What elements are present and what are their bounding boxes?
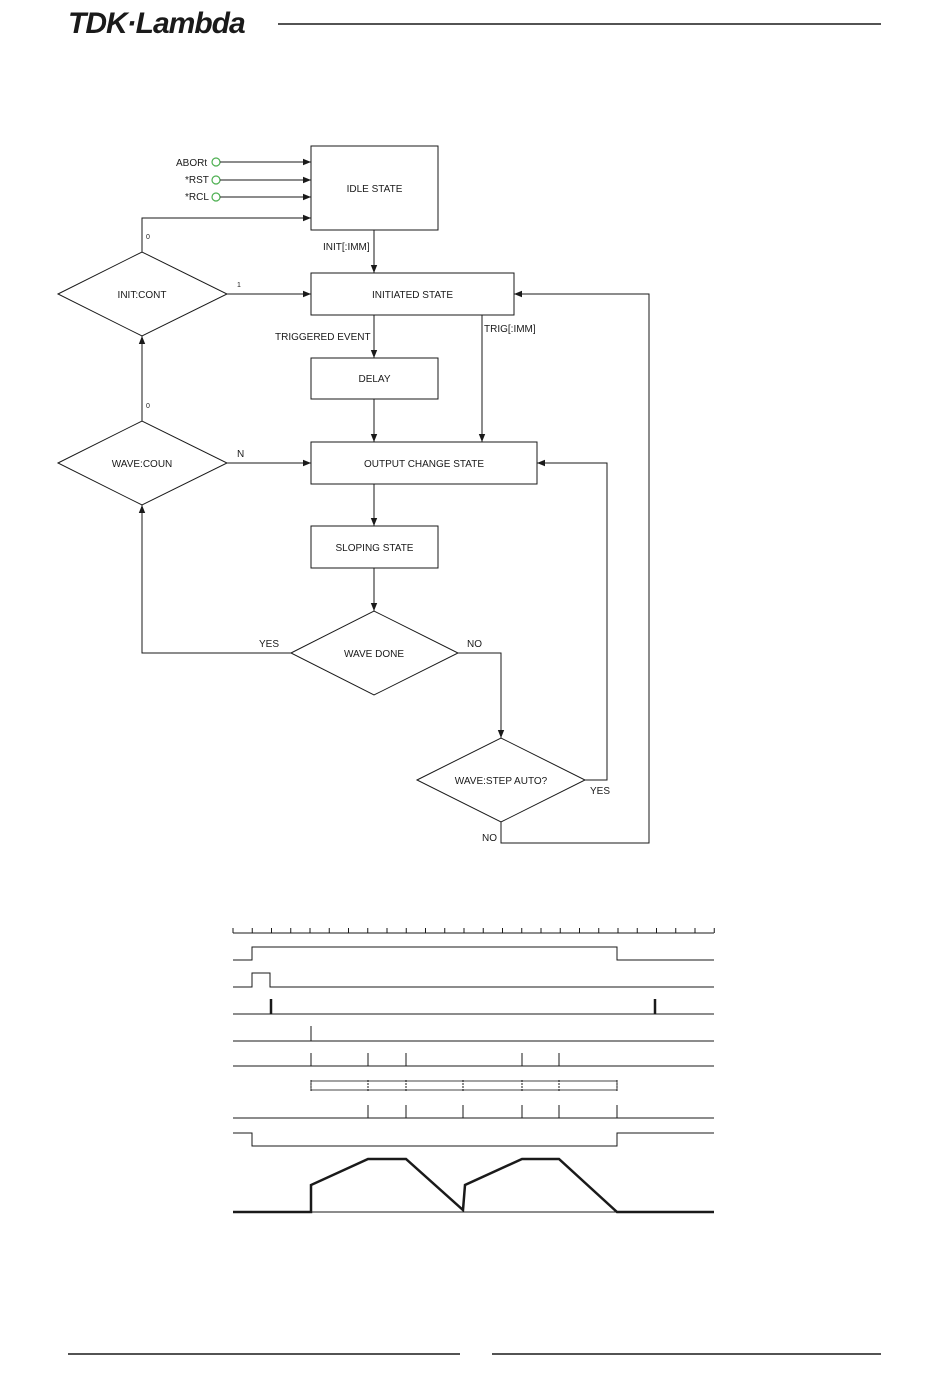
timing-window-box <box>311 1081 617 1090</box>
rcl-indicator-icon <box>212 193 220 201</box>
timing-trace-complete <box>233 1133 714 1146</box>
initiated-state-label: INITIATED STATE <box>372 290 453 301</box>
timing-step-marks <box>311 1053 559 1066</box>
triggered-event-label: TRIGGERED EVENT <box>275 332 371 343</box>
wave-coun-n-label: N <box>237 449 244 460</box>
wave-done-no-label: NO <box>467 639 482 650</box>
wave-done-yes-label: YES <box>259 639 279 650</box>
delay-label: DELAY <box>358 374 390 385</box>
timing-trace-initiated <box>233 947 714 960</box>
step-auto-no-label: NO <box>482 833 497 844</box>
wave-step-auto-label: WAVE:STEP AUTO? <box>455 776 548 787</box>
wave-done-label: WAVE DONE <box>344 649 404 660</box>
wave-coun-zero-label: 0 <box>146 403 150 410</box>
abort-label: ABORt <box>176 158 207 169</box>
abort-indicator-icon <box>212 158 220 166</box>
output-change-state-label: OUTPUT CHANGE STATE <box>364 459 484 470</box>
sloping-state-label: SLOPING STATE <box>336 543 414 554</box>
init-cont-one-label: 1 <box>237 282 241 289</box>
brand-logo: TDK·Lambda <box>68 7 245 40</box>
init-cont-zero-path <box>142 218 311 252</box>
rst-indicator-icon <box>212 176 220 184</box>
wave-coun-label: WAVE:COUN <box>112 459 173 470</box>
wave-done-no-path <box>458 653 501 738</box>
init-cont-zero-label: 0 <box>146 234 150 241</box>
time-axis <box>233 928 714 933</box>
rst-label: *RST <box>185 175 209 186</box>
step-auto-yes-path <box>537 463 607 780</box>
timing-diagram <box>233 928 714 1212</box>
trig-imm-label: TRIG[:IMM] <box>484 324 536 335</box>
step-auto-yes-label: YES <box>590 786 610 797</box>
timing-output-marks <box>368 1105 617 1118</box>
rcl-label: *RCL <box>185 192 209 203</box>
wave-done-yes-path <box>142 505 291 653</box>
idle-state-label: IDLE STATE <box>347 184 403 195</box>
timing-trace-trigger <box>233 973 714 987</box>
init-imm-label: INIT[:IMM] <box>323 242 370 253</box>
timing-output-waveform <box>233 1159 714 1212</box>
timing-window-marks <box>311 1080 617 1091</box>
init-cont-label: INIT:CONT <box>118 290 167 301</box>
